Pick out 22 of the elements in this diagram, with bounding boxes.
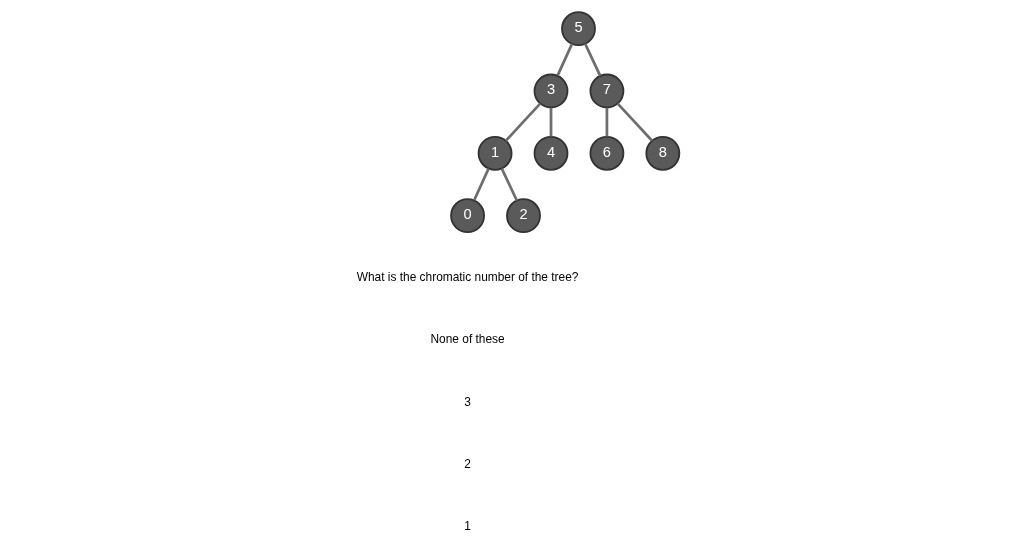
node-circle: 0 (449, 198, 485, 234)
node-circle: 3 (533, 73, 568, 109)
node-circle: 8 (644, 135, 680, 171)
node-circle: 2 (505, 198, 541, 234)
connector (504, 102, 541, 142)
node-circle: 5 (560, 11, 596, 47)
label: 2 (463, 457, 471, 472)
connector (472, 168, 490, 201)
node-circle: 1 (477, 135, 512, 171)
connector (605, 107, 608, 137)
connector (616, 102, 653, 142)
node-circle: 6 (589, 135, 624, 171)
label: None of these (430, 332, 505, 347)
connector (555, 43, 573, 76)
label: 1 (463, 519, 471, 534)
label: What is the chromatic number of the tree? (356, 270, 578, 285)
label: 3 (463, 394, 471, 409)
connector (500, 168, 518, 202)
node-circle: 4 (533, 135, 568, 171)
connector (549, 107, 552, 137)
connector (583, 43, 601, 77)
node-circle: 7 (589, 73, 624, 109)
